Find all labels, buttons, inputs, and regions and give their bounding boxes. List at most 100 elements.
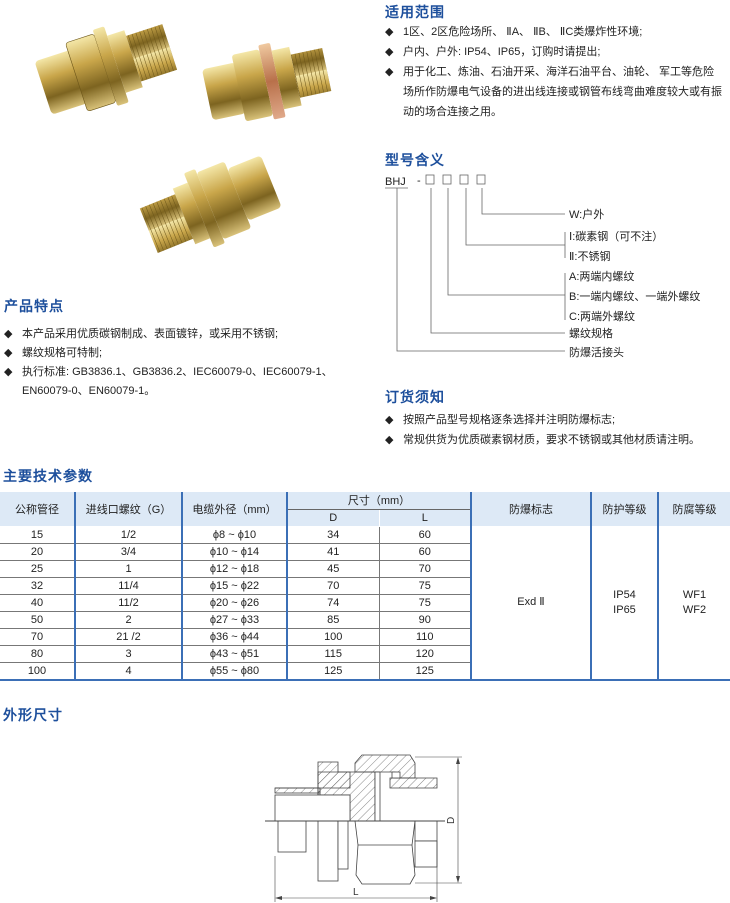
cell-d: 100 — [287, 628, 380, 646]
cell-thread: 11/2 — [75, 594, 183, 612]
cell-cable: ϕ15 ~ ϕ22 — [182, 577, 288, 595]
cell-thread: 21 /2 — [75, 628, 183, 646]
cell-cable: ϕ43 ~ ϕ51 — [182, 645, 288, 663]
features-list: 本产品采用优质碳钢制成、表面镀锌，或采用不锈钢; 螺纹规格可特制; 执行标准: … — [4, 325, 364, 401]
cell-l: 110 — [379, 628, 472, 646]
header-thread: 进线口螺纹（G） — [75, 492, 183, 527]
fitting-photo-3 — [139, 156, 281, 253]
cell-thread: 1/2 — [75, 526, 183, 544]
label-thread: 螺纹规格 — [569, 326, 613, 340]
order-heading: 订货须知 — [385, 389, 445, 405]
feature-item: 执行标准: GB3836.1、GB3836.2、IEC60079-0、IEC60… — [4, 363, 364, 401]
cell-ex: Exd Ⅱ — [471, 526, 592, 681]
header-size: 尺寸（mm） — [287, 492, 472, 510]
cell-nominal: 70 — [0, 628, 76, 646]
cell-d: 45 — [287, 560, 380, 578]
cell-thread: 3 — [75, 645, 183, 663]
code-box-4 — [476, 174, 486, 185]
order-list: 按照产品型号规格逐条选择并注明防爆标志; 常规供货为优质碳素钢材质，要求不锈钢或… — [385, 410, 730, 450]
fitting-photo-2 — [202, 43, 332, 121]
cell-d: 125 — [287, 662, 380, 681]
code-box-2 — [442, 174, 452, 185]
label-c: C:两端外螺纹 — [569, 309, 635, 323]
header-wf: 防腐等级 — [658, 492, 730, 527]
cell-nominal: 100 — [0, 662, 76, 681]
cell-d: 41 — [287, 543, 380, 561]
order-item: 常规供货为优质碳素钢材质，要求不锈钢或其他材质请注明。 — [385, 430, 730, 450]
cell-thread: 3/4 — [75, 543, 183, 561]
cell-thread: 11/4 — [75, 577, 183, 595]
cell-thread: 2 — [75, 611, 183, 629]
cell-d: 85 — [287, 611, 380, 629]
feature-item: 本产品采用优质碳钢制成、表面镀锌，或采用不锈钢; — [4, 325, 364, 344]
fitting-photo-1 — [35, 24, 178, 114]
cell-wf-value: WF1 — [682, 588, 707, 601]
cell-nominal: 40 — [0, 594, 76, 612]
cell-thread: 4 — [75, 662, 183, 681]
cell-wf-value: WF2 — [682, 603, 707, 616]
cell-l: 60 — [379, 543, 472, 561]
label-a: A:两端内螺纹 — [569, 269, 634, 283]
label-i: Ⅰ:碳素钢（可不注） — [569, 229, 663, 243]
scope-list: 1区、2区危险场所、 ⅡA、 ⅡB、 ⅡC类爆炸性环境; 户内、户外: IP54… — [385, 22, 725, 122]
cell-ip-value: IP54 — [613, 588, 636, 601]
header-ex: 防爆标志 — [471, 492, 592, 527]
cell-nominal: 32 — [0, 577, 76, 595]
cell-cable: ϕ27 ~ ϕ33 — [182, 611, 288, 629]
dim-l-label: L — [353, 887, 359, 898]
model-prefix: BHJ — [385, 176, 406, 188]
cell-thread: 1 — [75, 560, 183, 578]
cell-cable: ϕ36 ~ ϕ44 — [182, 628, 288, 646]
code-box-3 — [459, 174, 469, 185]
cell-d: 115 — [287, 645, 380, 663]
label-b: B:一端内螺纹、一端外螺纹 — [569, 289, 700, 303]
cell-d: 34 — [287, 526, 380, 544]
features-heading: 产品特点 — [4, 298, 64, 314]
cell-l: 125 — [379, 662, 472, 681]
header-nominal: 公称管径 — [0, 492, 76, 527]
cell-cable: ϕ10 ~ ϕ14 — [182, 543, 288, 561]
cell-ip-value: IP65 — [613, 603, 636, 616]
header-d: D — [287, 509, 380, 527]
dims-heading: 外形尺寸 — [3, 707, 63, 723]
cell-nominal: 20 — [0, 543, 76, 561]
header-cable: 电缆外径（mm） — [182, 492, 288, 527]
cell-d: 70 — [287, 577, 380, 595]
cell-l: 60 — [379, 526, 472, 544]
feature-item: 螺纹规格可特制; — [4, 344, 364, 363]
scope-heading: 适用范围 — [385, 4, 445, 20]
cell-cable: ϕ20 ~ ϕ26 — [182, 594, 288, 612]
order-item: 按照产品型号规格逐条选择并注明防爆标志; — [385, 410, 730, 430]
cell-l: 120 — [379, 645, 472, 663]
specs-heading: 主要技术参数 — [3, 468, 93, 484]
cell-nominal: 80 — [0, 645, 76, 663]
model-dash: - — [417, 175, 421, 187]
cell-nominal: 50 — [0, 611, 76, 629]
header-l: L — [379, 509, 472, 527]
cell-nominal: 15 — [0, 526, 76, 544]
cell-ex-value: Exd Ⅱ — [517, 596, 545, 608]
cell-cable: ϕ8 ~ ϕ10 — [182, 526, 288, 544]
dim-d-label: D — [446, 817, 457, 824]
header-ip: 防护等级 — [591, 492, 659, 527]
dimension-drawing: L D — [265, 754, 462, 902]
model-code-diagram: BHJ - W:户外 Ⅰ:碳素钢（可不注） Ⅱ:不锈钢 A:两端内螺纹 B:一端… — [385, 174, 700, 359]
scope-item: 用于化工、炼油、石油开采、海洋石油平台、油轮、 军工等危险场所作防爆电气设备的进… — [385, 62, 725, 122]
cell-l: 70 — [379, 560, 472, 578]
scope-item: 1区、2区危险场所、 ⅡA、 ⅡB、 ⅡC类爆炸性环境; — [385, 22, 725, 42]
cell-l: 75 — [379, 577, 472, 595]
scope-item: 户内、户外: IP54、IP65，订购时请提出; — [385, 42, 725, 62]
cell-d: 74 — [287, 594, 380, 612]
specs-table: 公称管径 进线口螺纹（G） 电缆外径（mm） 尺寸（mm） 防爆标志 防护等级 … — [0, 492, 730, 681]
